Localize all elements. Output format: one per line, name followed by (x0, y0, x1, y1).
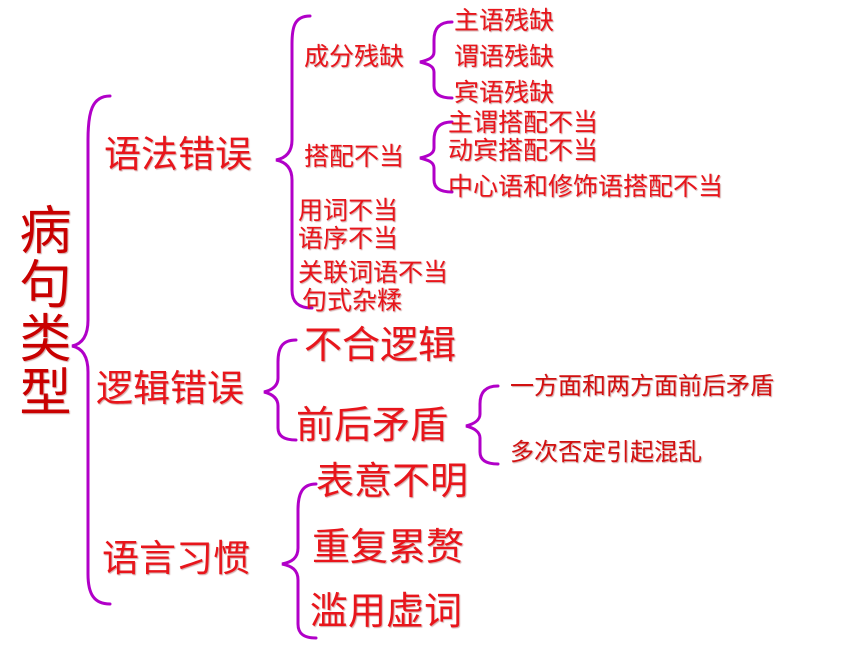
node-redundancy: 重复累赘 (312, 525, 465, 569)
collocation-brace (419, 120, 454, 194)
node-word-misuse: 用词不当 (298, 196, 399, 225)
node-conjunction-misuse: 关联词语不当 (298, 258, 449, 287)
root-brace (71, 94, 112, 606)
node-unclear-meaning: 表意不明 (316, 459, 469, 503)
leaf-one-vs-two-sides: 一方面和两方面前后矛盾 (510, 372, 774, 400)
component-brace (419, 20, 454, 100)
node-contradiction: 前后矛盾 (296, 403, 449, 447)
node-function-word-misuse: 滥用虚词 (310, 589, 463, 633)
branch-language-habit: 语言习惯 (102, 537, 250, 580)
grammar-brace (275, 14, 314, 310)
branch-grammar: 语法错误 (104, 133, 252, 176)
node-mixed-structure: 句式杂糅 (302, 286, 403, 315)
node-collocation-improper: 搭配不当 (304, 142, 405, 171)
contradiction-brace (465, 384, 500, 466)
node-component-missing: 成分残缺 (304, 42, 405, 71)
root-title: 病句类型 (10, 203, 70, 419)
leaf-head-modifier-collocation: 中心语和修饰语搭配不当 (448, 172, 724, 201)
leaf-predicate-missing: 谓语残缺 (454, 42, 555, 71)
leaf-subject-missing: 主语残缺 (454, 6, 555, 35)
leaf-verb-object-collocation: 动宾搭配不当 (448, 136, 599, 165)
leaf-subject-predicate-collocation: 主谓搭配不当 (448, 108, 599, 137)
branch-logic: 逻辑错误 (96, 367, 244, 410)
leaf-multiple-negation: 多次否定引起混乱 (510, 438, 702, 466)
node-illogical: 不合逻辑 (304, 323, 457, 367)
habit-brace (281, 482, 318, 640)
leaf-object-missing: 宾语残缺 (454, 78, 555, 107)
node-word-order: 语序不当 (298, 224, 399, 253)
logic-brace (263, 338, 298, 442)
